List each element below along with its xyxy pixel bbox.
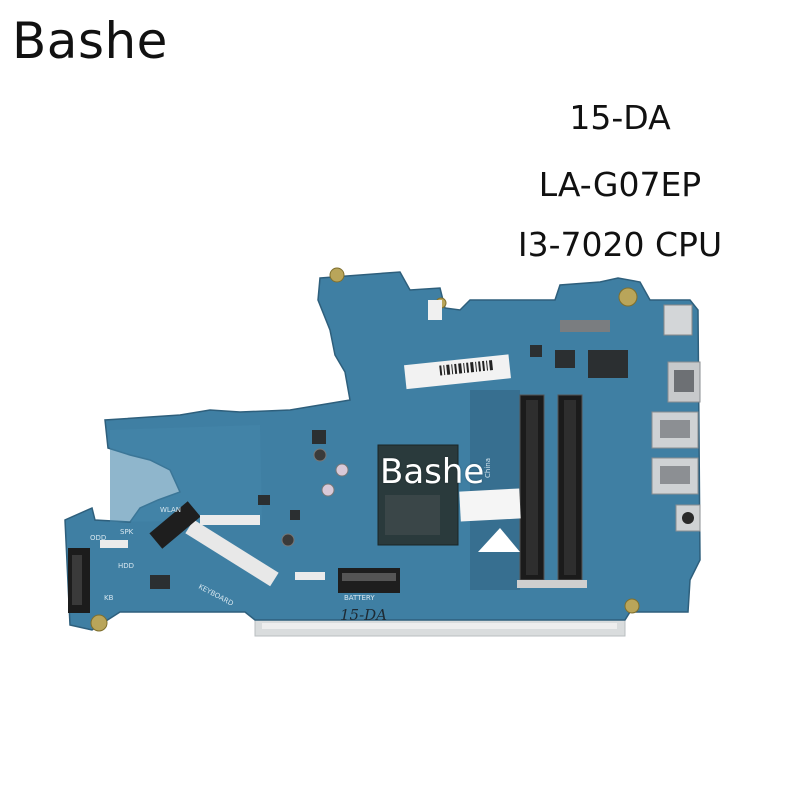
ram-slot-2 <box>557 394 583 581</box>
cpu-chip <box>377 444 459 546</box>
silk-odd: ODD <box>90 534 106 542</box>
battery-connector <box>338 568 400 593</box>
ram-slot-1 <box>519 394 545 581</box>
mounting-holes <box>90 267 640 632</box>
keyboard-connector <box>185 519 279 587</box>
silk-wlan: WLAN <box>160 506 181 514</box>
capacitors <box>281 448 349 547</box>
pcb-region <box>110 425 262 522</box>
cpu-label: I3-7020 CPU <box>517 225 723 264</box>
power-connector <box>428 300 442 320</box>
ribbon-connector <box>100 515 325 580</box>
silk-hdd: HDD <box>118 562 134 570</box>
sata-connector <box>68 548 90 613</box>
watermark: Bashe <box>380 452 485 492</box>
hdmi-port <box>667 361 701 403</box>
board-code-label: LA-G07EP <box>538 165 702 204</box>
model-label: 15-DA <box>569 98 671 137</box>
brand-title: Bashe <box>12 12 168 70</box>
silk-battery: BATTERY <box>344 594 375 602</box>
serial-sticker <box>459 488 521 522</box>
edge-pins <box>262 623 617 629</box>
silk-china: China <box>484 458 492 478</box>
wlan-slot <box>149 501 201 549</box>
usb-port-1 <box>651 411 699 449</box>
chips <box>150 320 628 589</box>
silk-spk: SPK <box>120 528 134 536</box>
usb-port-2 <box>651 457 699 495</box>
lan-port <box>663 304 693 336</box>
ram-clip <box>517 580 587 588</box>
audio-jack <box>675 504 701 532</box>
barcode-sticker <box>404 354 511 390</box>
silk-kb: KB <box>104 594 114 602</box>
handwritten-mark: 15-DA <box>340 606 387 624</box>
hp-triangle-mark <box>478 528 520 552</box>
